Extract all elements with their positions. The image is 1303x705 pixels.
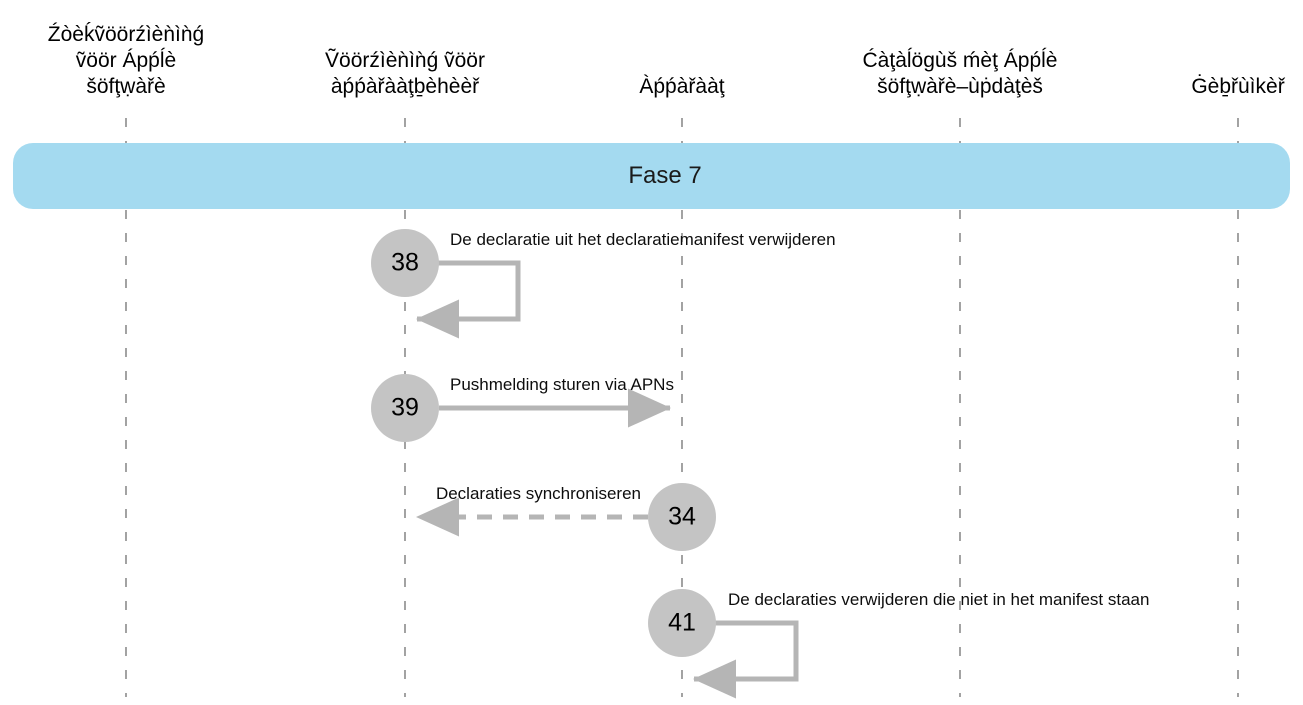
participant-label-p2: Ṽöörźìèǹìǹǵ ṽöör àṕṕàřààţḇèhèèř	[325, 49, 485, 98]
message-label-41: De declaraties verwijderen die niet in h…	[728, 590, 1150, 609]
phase-bar	[13, 143, 1290, 209]
participant-label-p1: Źòèḱṽöörźìèǹìǹǵ ṽöör Ápṕĺè šöfţẉàřè	[47, 23, 205, 98]
lifelines-group	[125, 118, 1239, 697]
participant-label-p3: Àṕṕàřààţ	[639, 75, 725, 98]
message-arrow-41	[682, 620, 799, 699]
participant-label-p5: Ġèḇřùìkèř	[1191, 75, 1285, 98]
phase-title: Fase 7	[628, 162, 702, 189]
phase-bar-group	[13, 143, 1290, 209]
message-arrow-38	[405, 260, 521, 339]
step-circle-34[interactable]	[648, 483, 716, 551]
message-label-34: Declaraties synchroniseren	[435, 484, 641, 503]
step-circle-38[interactable]	[371, 229, 439, 297]
message-label-39: Pushmelding sturen via APNs	[450, 375, 674, 394]
message-label-38: De declaratie uit het declaratiemanifest…	[450, 230, 836, 249]
participant-label-p4: Ćàţàĺögùš ḿèţ Ápṕĺè šöfţẉàřè–ùṗdàţèš	[862, 49, 1058, 98]
step-circle-41[interactable]	[648, 589, 716, 657]
step-circle-39[interactable]	[371, 374, 439, 442]
messages-group	[405, 260, 799, 699]
step-circles-group	[371, 229, 716, 657]
